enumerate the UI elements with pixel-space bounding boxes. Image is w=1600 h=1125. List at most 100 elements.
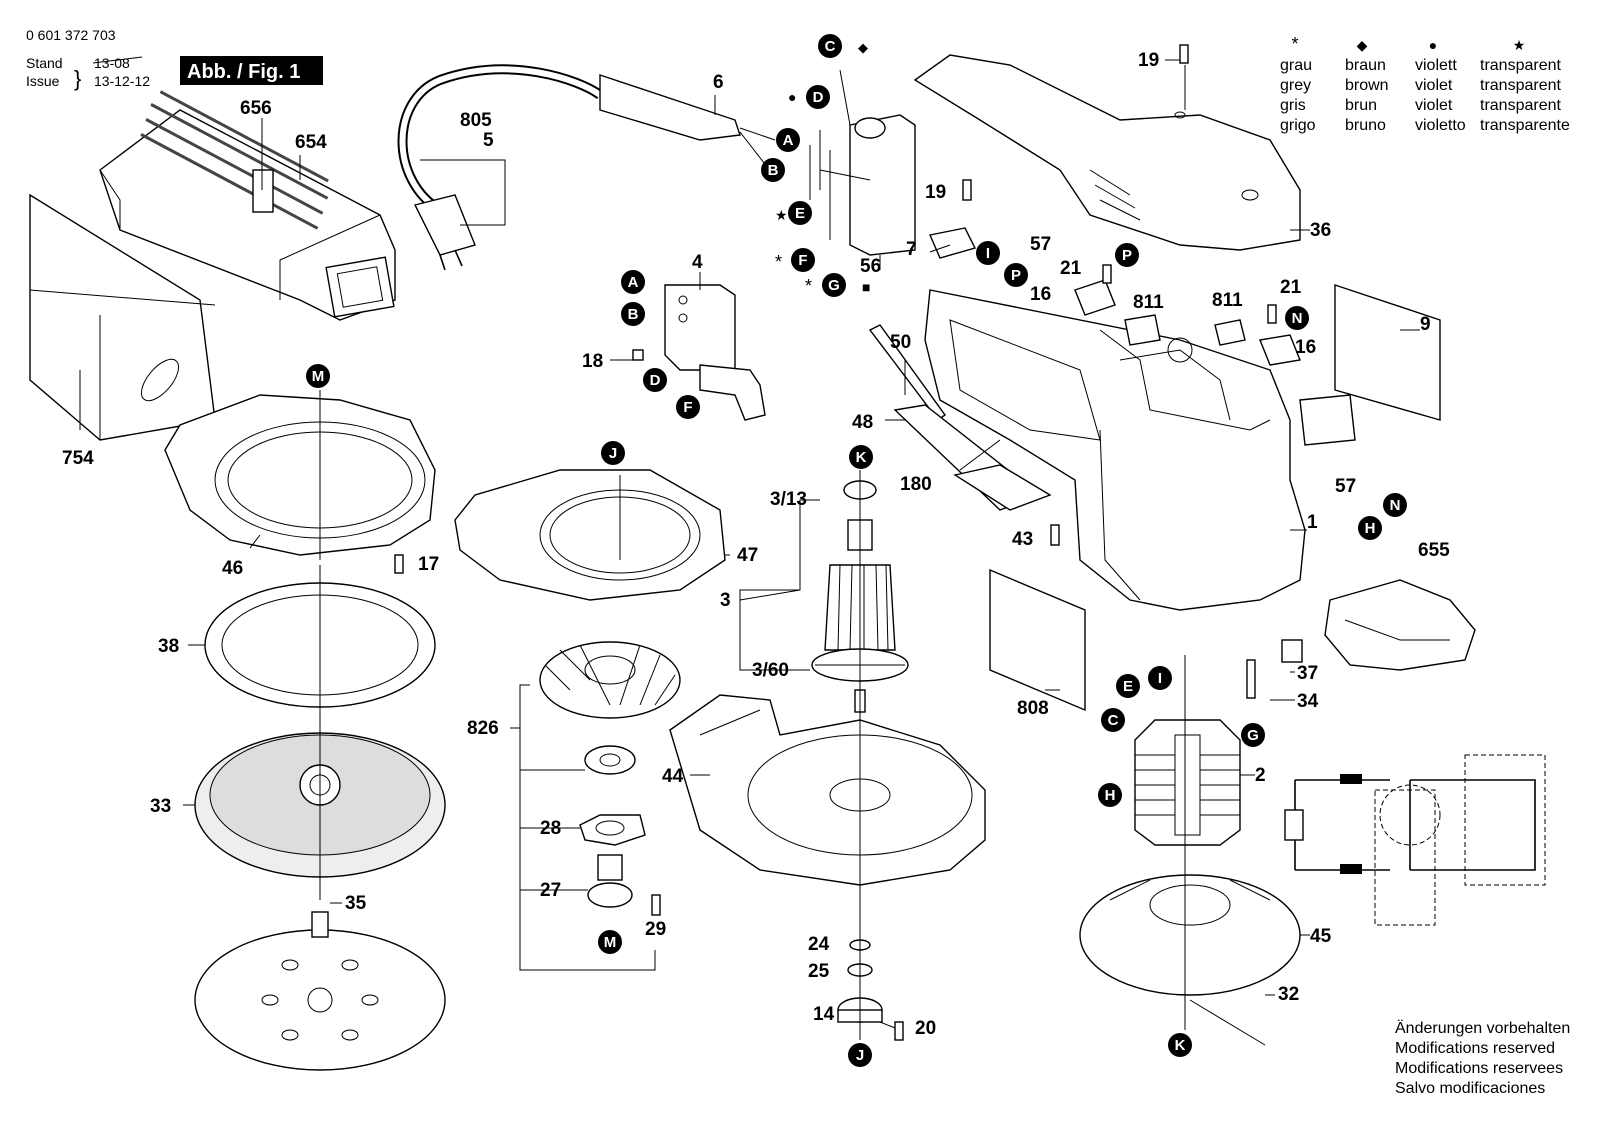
svg-text:A: A bbox=[783, 132, 794, 149]
connector-C-field: C bbox=[1101, 708, 1125, 732]
svg-text:J: J bbox=[609, 445, 617, 462]
legend-symbol-violet: ● bbox=[1429, 37, 1437, 53]
part-label: 18 bbox=[582, 351, 603, 372]
connector-F-switch: F bbox=[676, 395, 700, 419]
legend-word: braun bbox=[1345, 57, 1386, 74]
part-label: 811 bbox=[1133, 292, 1164, 313]
field-coil-part bbox=[1134, 719, 1241, 846]
legend-word: transparent bbox=[1480, 97, 1561, 114]
power-cable-part bbox=[397, 64, 776, 271]
connector-K-bottom: K bbox=[1168, 1033, 1192, 1057]
legend-word: brun bbox=[1345, 97, 1377, 114]
svg-text:I: I bbox=[1158, 670, 1162, 687]
part-label: 16 bbox=[1295, 337, 1316, 358]
brown-marker: ◆ bbox=[858, 40, 868, 55]
switch-part bbox=[664, 284, 766, 421]
connector-E-top: E bbox=[788, 201, 812, 225]
legend-symbol-grey: * bbox=[1291, 34, 1298, 54]
svg-text:A: A bbox=[628, 274, 639, 291]
svg-text:B: B bbox=[768, 162, 779, 179]
connector-G-field: G bbox=[1241, 723, 1265, 747]
part-label: 9 bbox=[1420, 314, 1431, 335]
new-date: 13-12-12 bbox=[94, 73, 150, 89]
svg-text:I: I bbox=[986, 245, 990, 262]
connector-P-brush: P bbox=[1115, 243, 1139, 267]
legend-word: violet bbox=[1415, 77, 1453, 94]
shroud-47-part bbox=[454, 469, 726, 601]
part-label: 57 bbox=[1335, 476, 1356, 497]
part-label: 808 bbox=[1017, 698, 1049, 719]
legend-word: bruno bbox=[1345, 117, 1386, 134]
connector-N-side: N bbox=[1383, 493, 1407, 517]
legend-word: violett bbox=[1415, 57, 1457, 74]
connector-A-cable: A bbox=[776, 128, 800, 152]
fan-part bbox=[539, 641, 681, 719]
brush-holder-parts bbox=[929, 227, 1356, 446]
connector-M-bearing: M bbox=[598, 930, 622, 954]
part-label: 14 bbox=[813, 1004, 835, 1025]
legend-word: violetto bbox=[1415, 117, 1466, 134]
screw-parts bbox=[394, 44, 1277, 1041]
part-label: 16 bbox=[1030, 284, 1051, 305]
svg-text:B: B bbox=[628, 306, 639, 323]
rod-and-plates bbox=[868, 324, 1052, 511]
part-label: 805 bbox=[460, 110, 492, 131]
connector-markers: A B C D E F G A B D F I P P N N H M J K … bbox=[306, 34, 1407, 1067]
transparent-marker: ★ bbox=[775, 207, 788, 223]
connector-K-armature: K bbox=[849, 445, 873, 469]
legend-word: transparent bbox=[1480, 57, 1561, 74]
legend-word: grigo bbox=[1280, 117, 1316, 134]
svg-text:N: N bbox=[1390, 497, 1401, 514]
part-label: 826 bbox=[467, 718, 499, 739]
brace-glyph: } bbox=[74, 66, 81, 91]
wire-color-markers: ◆ ● ★ * * ■ bbox=[775, 40, 870, 296]
svg-text:E: E bbox=[795, 205, 805, 222]
connector-D-top: D bbox=[806, 85, 830, 109]
svg-text:E: E bbox=[1123, 678, 1133, 695]
strike-line bbox=[92, 56, 143, 64]
bearing-parts bbox=[579, 745, 646, 908]
part-label: 3/60 bbox=[752, 660, 789, 681]
connector-A-switch: A bbox=[621, 270, 645, 294]
connector-I-field: I bbox=[1148, 666, 1172, 690]
part-label: 50 bbox=[890, 332, 911, 353]
part-label: 45 bbox=[1310, 926, 1332, 947]
dust-bag-part bbox=[29, 193, 216, 441]
legend-symbol-brown: ◆ bbox=[1357, 37, 1368, 53]
part-label: 29 bbox=[645, 919, 666, 940]
legend-word: brown bbox=[1345, 77, 1389, 94]
issue-label: Issue bbox=[26, 73, 60, 89]
violet-marker: ● bbox=[788, 89, 796, 105]
svg-text:K: K bbox=[856, 449, 867, 466]
svg-text:M: M bbox=[604, 934, 617, 951]
part-label: 21 bbox=[1280, 277, 1302, 298]
legend-word: grau bbox=[1280, 57, 1312, 74]
legend-word: grey bbox=[1280, 77, 1311, 94]
connector-E-field: E bbox=[1116, 674, 1140, 698]
connector-J-bottom: J bbox=[848, 1043, 872, 1067]
old-date: 13-08 bbox=[94, 55, 130, 71]
grey-marker: * bbox=[805, 276, 812, 296]
svg-text:G: G bbox=[828, 277, 840, 294]
svg-text:P: P bbox=[1122, 247, 1132, 264]
svg-text:M: M bbox=[312, 368, 325, 385]
connector-H-field: H bbox=[1098, 783, 1122, 807]
shroud-46-part bbox=[164, 394, 436, 556]
part-label: 38 bbox=[158, 636, 179, 657]
part-label: 17 bbox=[418, 554, 439, 575]
part-label: 34 bbox=[1297, 691, 1319, 712]
svg-text:J: J bbox=[856, 1047, 864, 1064]
legend-symbol-transparent: ★ bbox=[1513, 37, 1526, 53]
part-label: 32 bbox=[1278, 984, 1299, 1005]
connector-B-switch: B bbox=[621, 302, 645, 326]
part-label: 57 bbox=[1030, 234, 1051, 255]
connector-N-brush: N bbox=[1285, 306, 1309, 330]
svg-text:F: F bbox=[683, 399, 692, 416]
handle-cover-part bbox=[913, 54, 1301, 251]
leader-lines bbox=[79, 59, 1420, 1046]
connector-C-top: C bbox=[818, 34, 842, 58]
part-label: 47 bbox=[737, 545, 758, 566]
notice-line: Änderungen vorbehalten bbox=[1395, 1019, 1570, 1037]
part-label: 5 bbox=[483, 130, 494, 151]
